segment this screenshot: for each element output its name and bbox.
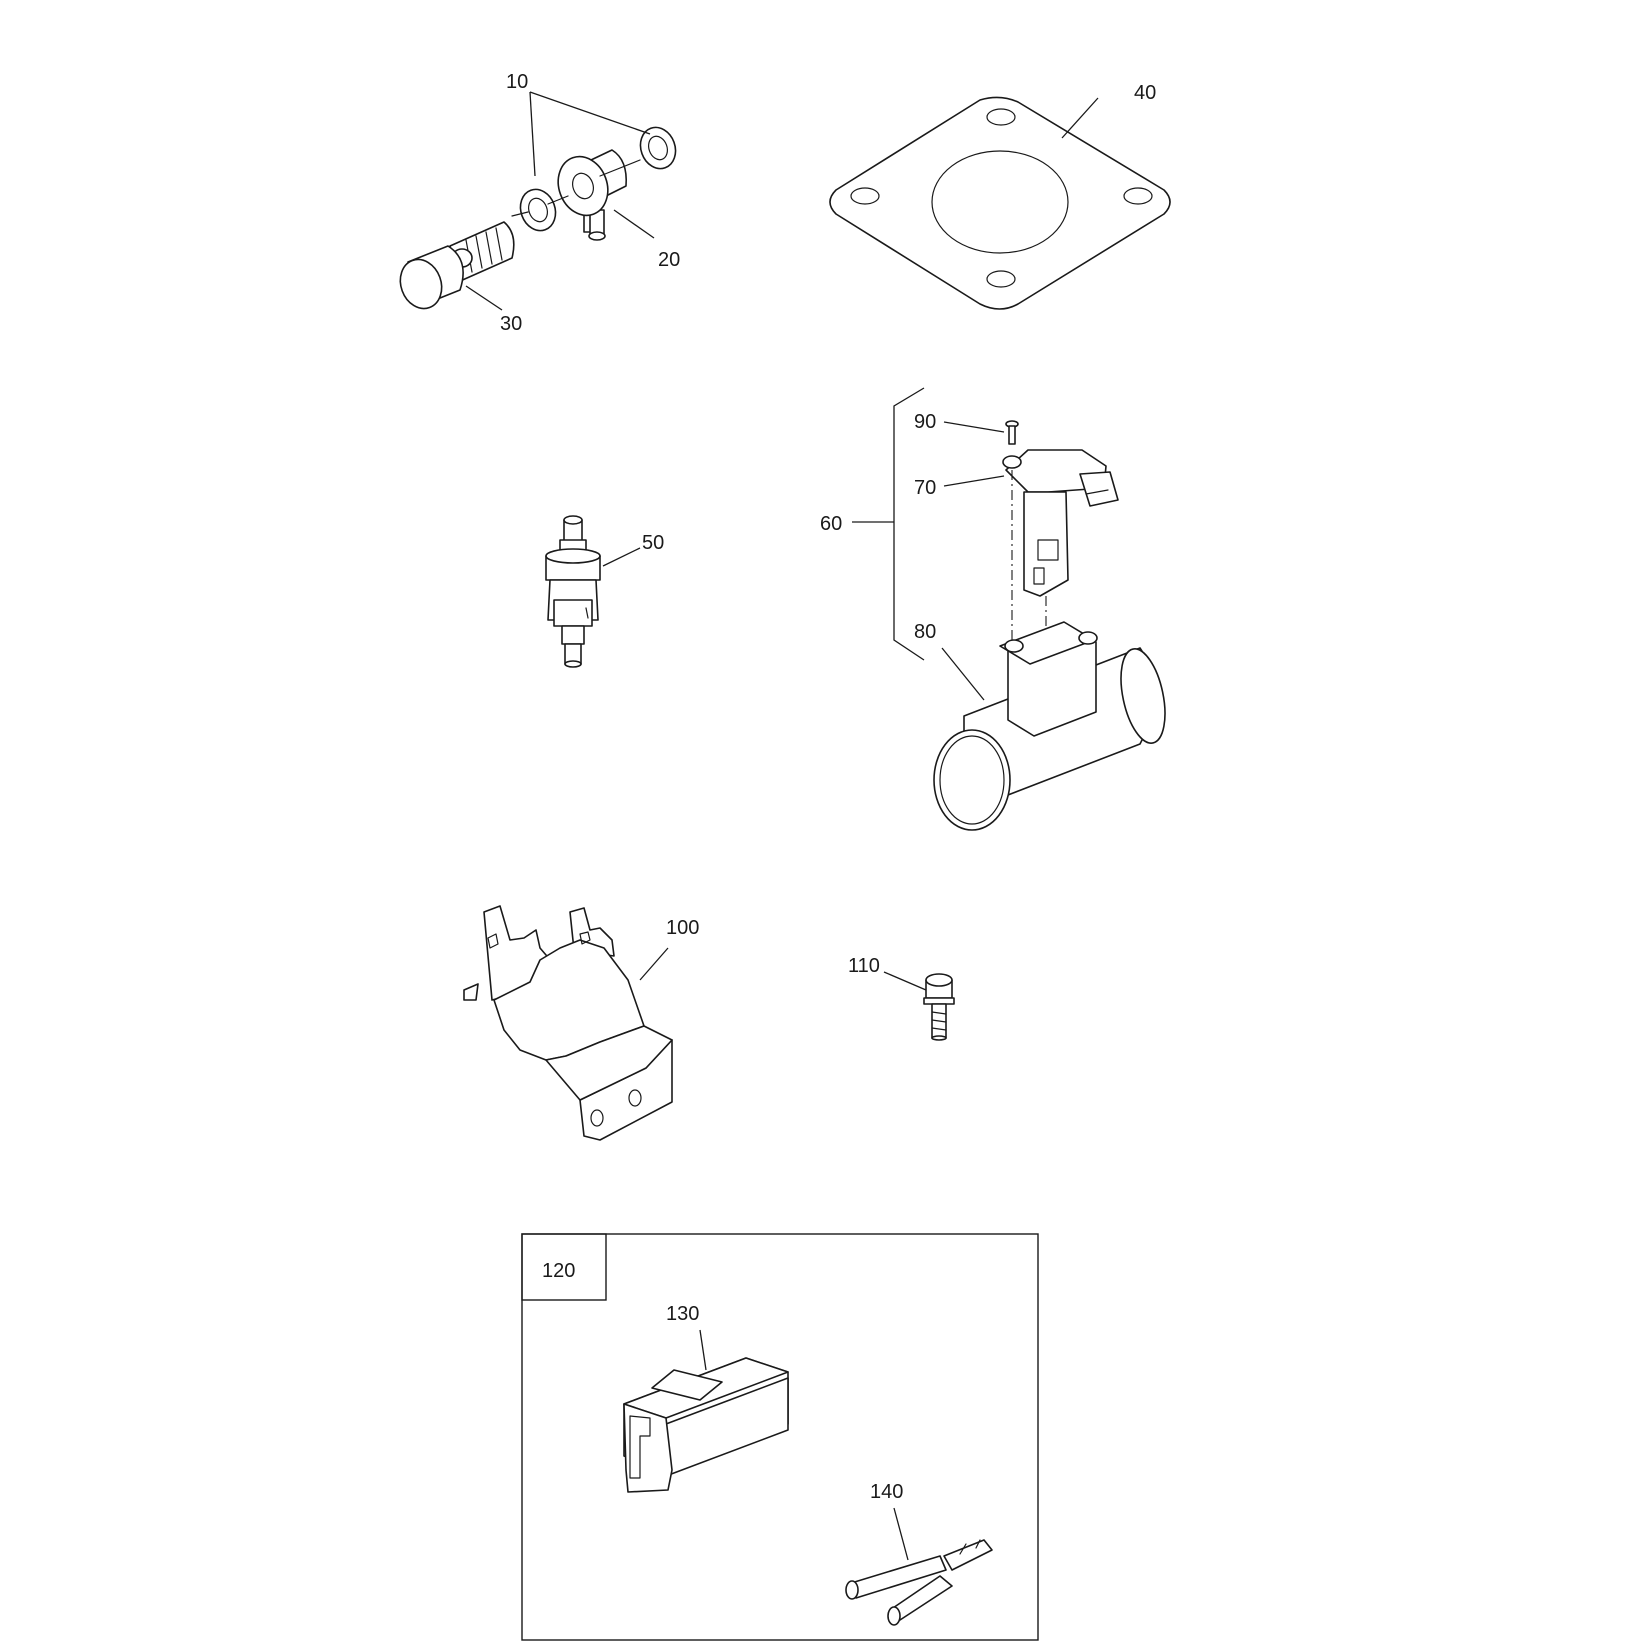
callout-70: 70: [914, 477, 936, 499]
connector-housing-130: [623, 1357, 789, 1493]
callout-100: 100: [666, 917, 699, 939]
callout-130: 130: [666, 1303, 699, 1325]
callout-120: 120: [542, 1260, 575, 1282]
callout-60: 60: [820, 513, 842, 535]
callout-90: 90: [914, 411, 936, 433]
washer-10-left: [519, 188, 557, 232]
tube-80: [933, 621, 1166, 831]
callout-140: 140: [870, 1481, 903, 1503]
callout-40: 40: [1134, 82, 1156, 104]
sensor-70: [1002, 449, 1119, 597]
banjo-fitting-group: 10 20 30: [399, 71, 680, 335]
airflow-sensor-assembly-60: 60 90 70: [820, 387, 1166, 831]
banjo-bolt-30: [399, 221, 515, 310]
banjo-body-20: [557, 149, 628, 241]
bracket-100: 100: [463, 905, 699, 1141]
connector-kit-120: 120 130 140: [521, 1233, 1039, 1641]
callout-30: 30: [500, 313, 522, 335]
callout-20: 20: [658, 249, 680, 271]
check-valve-50: 50: [545, 515, 664, 668]
screw-90: [1005, 420, 1019, 445]
washer-10-right: [639, 126, 677, 170]
bolt-110: 110: [848, 955, 955, 1041]
kit-frame: [521, 1233, 1039, 1641]
callout-80: 80: [914, 621, 936, 643]
callout-50: 50: [642, 532, 664, 554]
terminal-140: [845, 1539, 993, 1626]
callout-10: 10: [506, 71, 528, 93]
gasket-40: 40: [829, 82, 1171, 310]
callout-110: 110: [848, 955, 880, 977]
kit-label-box: [521, 1233, 607, 1301]
